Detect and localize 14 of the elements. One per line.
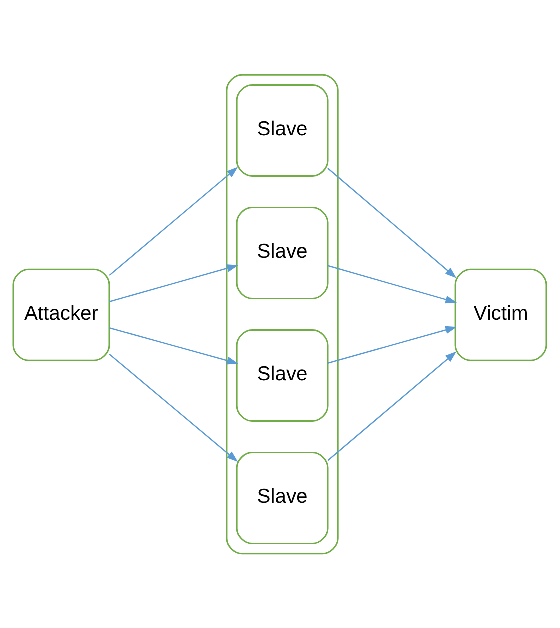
node-box: Victim: [454, 268, 548, 361]
node-box: Slave: [236, 329, 329, 422]
node-box: Slave: [236, 206, 329, 299]
node-box: Slave: [236, 84, 329, 176]
arrow: [328, 351, 457, 461]
arrow: [328, 168, 457, 278]
node-box: Slave: [236, 452, 329, 544]
arrow: [328, 326, 458, 364]
arrow: [109, 353, 238, 462]
arrow: [109, 166, 238, 276]
node-box: Attacker: [12, 268, 110, 361]
arrow: [109, 264, 239, 302]
arrow: [109, 327, 239, 364]
arrow: [328, 264, 458, 304]
